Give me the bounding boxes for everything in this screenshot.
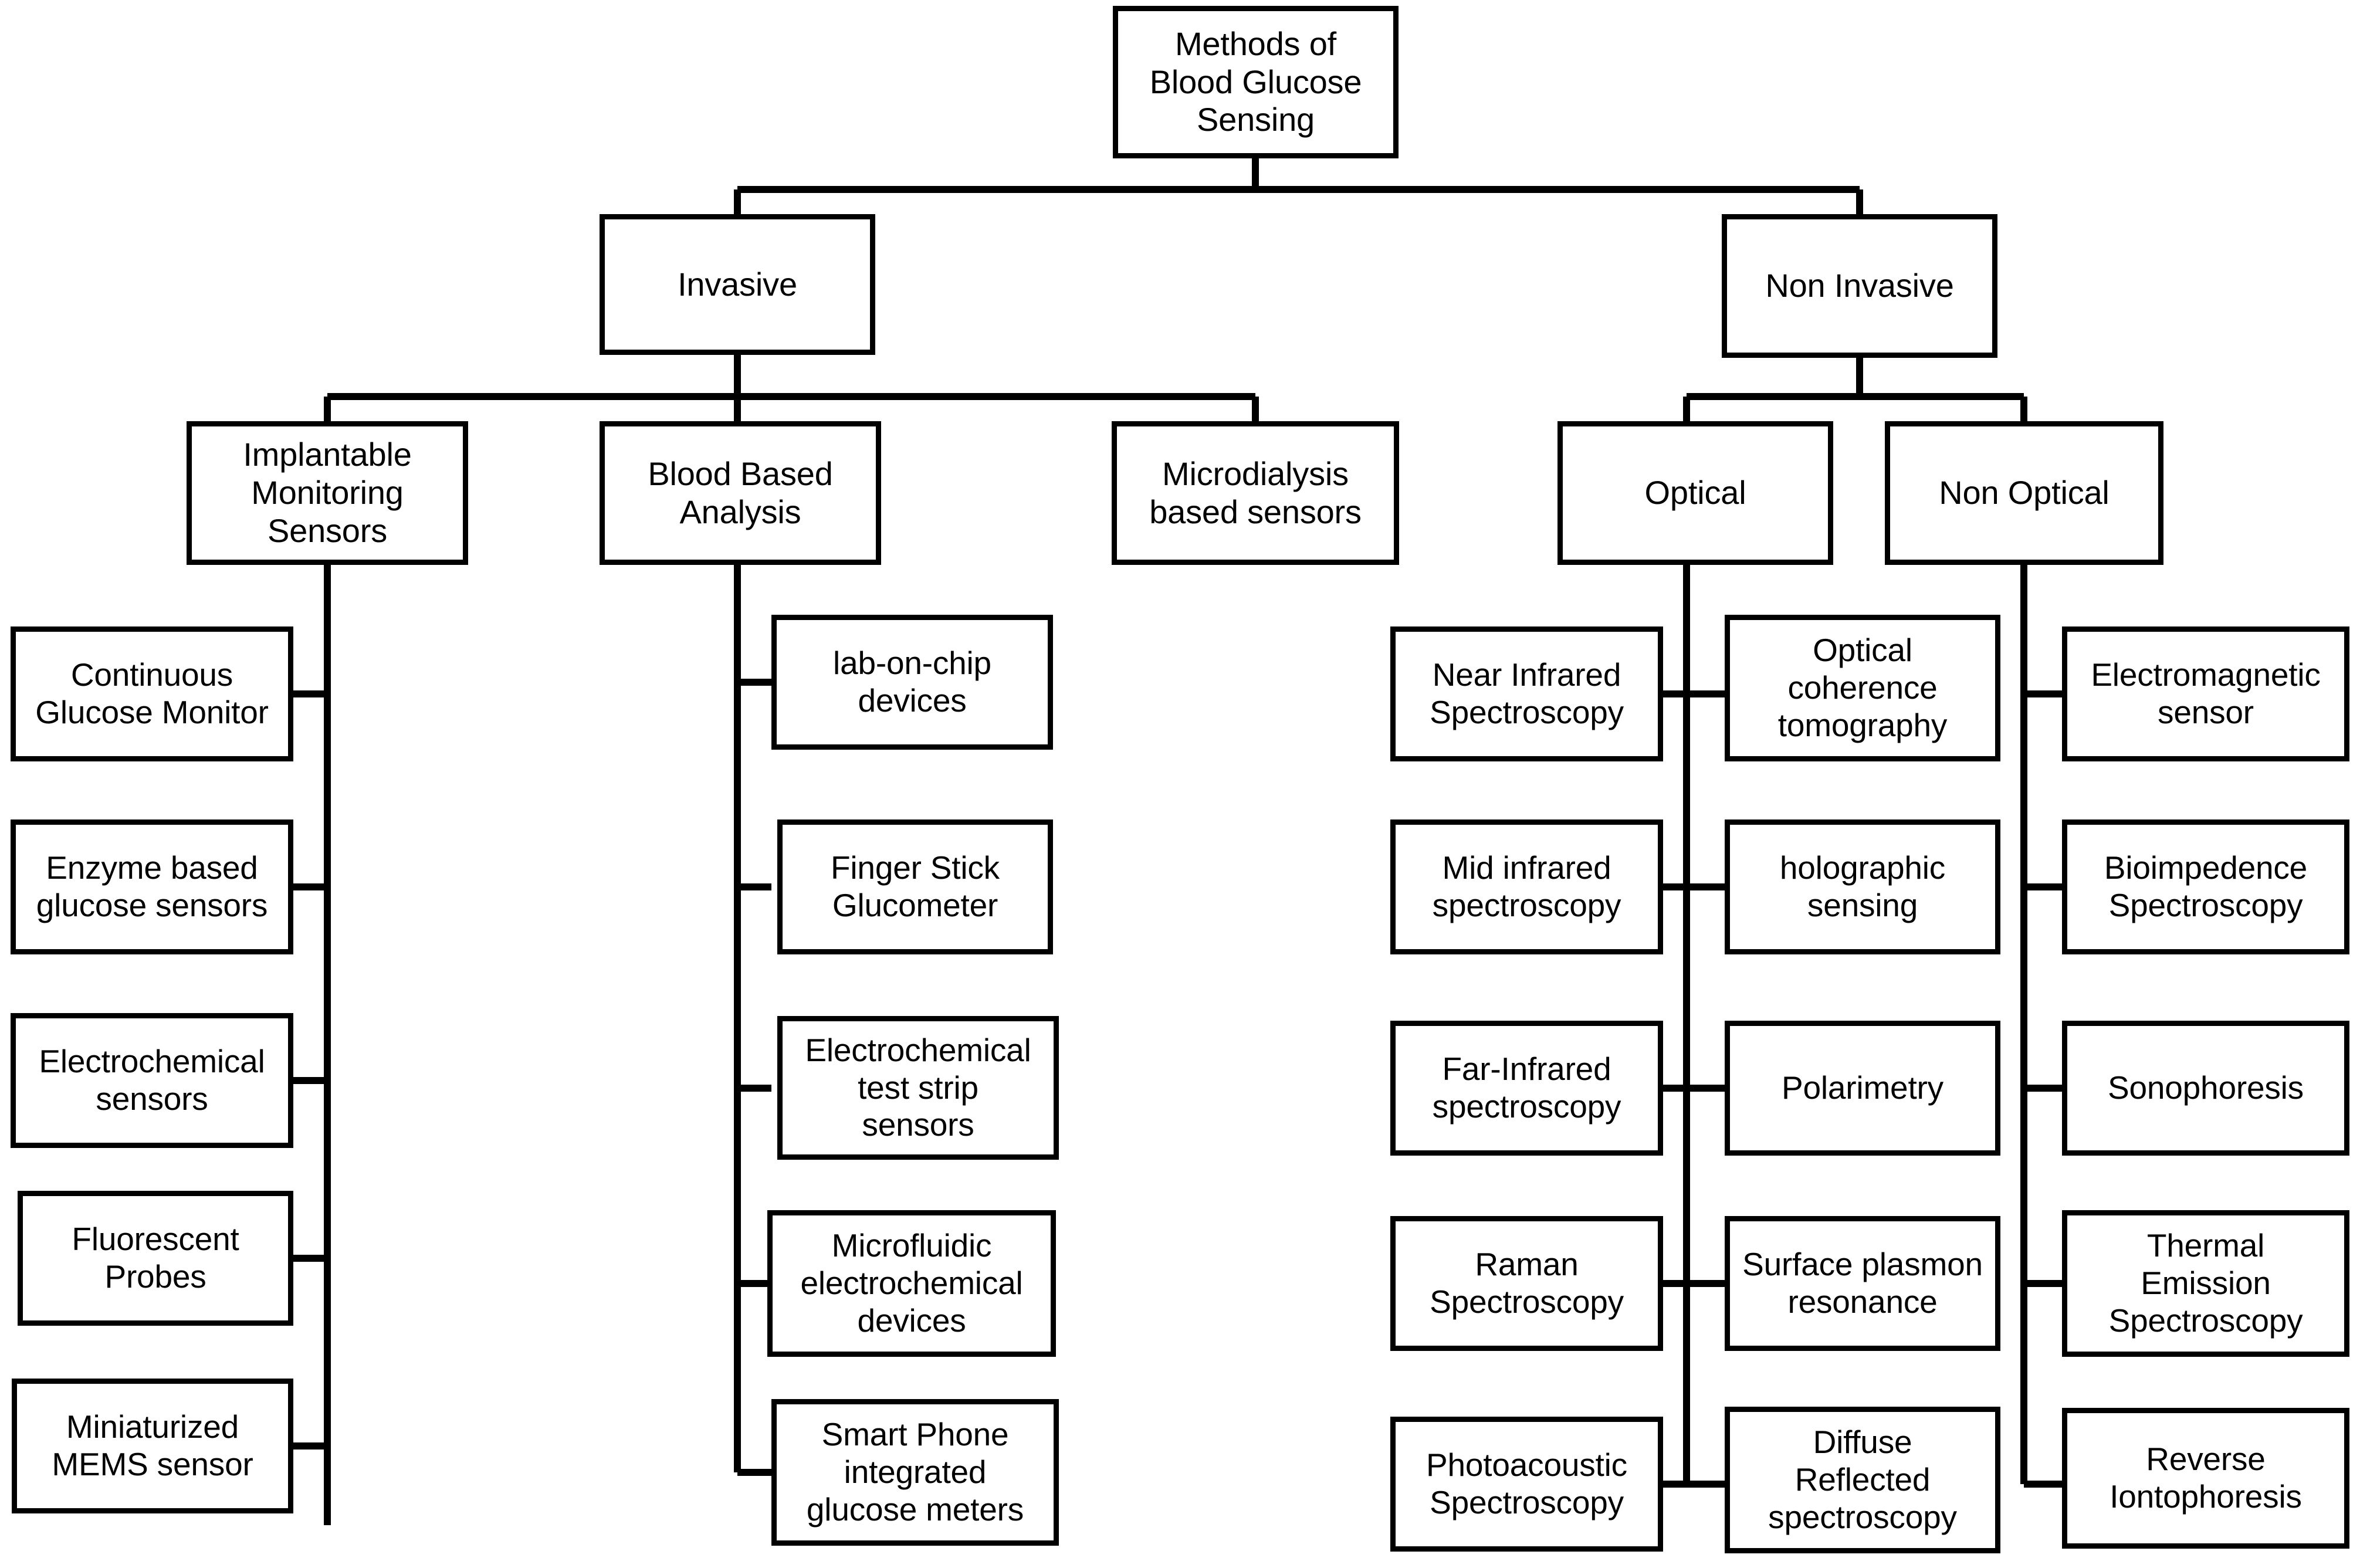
leaf-raman-spectroscopy[interactable]: Raman Spectroscopy <box>1390 1216 1663 1351</box>
node-non-optical[interactable]: Non Optical <box>1885 421 2163 565</box>
leaf-electromagnetic-sensor[interactable]: Electromagnetic sensor <box>2062 626 2349 761</box>
node-blood-based-analysis[interactable]: Blood Based Analysis <box>600 421 881 565</box>
leaf-near-infrared-spectroscopy[interactable]: Near Infrared Spectroscopy <box>1390 626 1663 761</box>
node-non-invasive[interactable]: Non Invasive <box>1722 214 1997 358</box>
leaf-photoacoustic-spectroscopy[interactable]: Photoacoustic Spectroscopy <box>1390 1417 1663 1552</box>
leaf-reverse-iontophoresis[interactable]: Reverse Iontophoresis <box>2062 1408 2349 1549</box>
leaf-far-infrared-spectroscopy[interactable]: Far-Infrared spectroscopy <box>1390 1021 1663 1156</box>
leaf-polarimetry[interactable]: Polarimetry <box>1725 1021 2000 1156</box>
leaf-diffuse-reflected-spectroscopy[interactable]: Diffuse Reflected spectroscopy <box>1725 1407 2000 1553</box>
leaf-miniaturized-mems-sensor[interactable]: Miniaturized MEMS sensor <box>12 1379 293 1513</box>
leaf-optical-coherence-tomography[interactable]: Optical coherence tomography <box>1725 615 2000 761</box>
leaf-holographic-sensing[interactable]: holographic sensing <box>1725 819 2000 954</box>
leaf-continuous-glucose-monitor[interactable]: Continuous Glucose Monitor <box>11 626 293 761</box>
leaf-bioimpedence-spectroscopy[interactable]: Bioimpedence Spectroscopy <box>2062 819 2349 954</box>
node-root[interactable]: Methods of Blood Glucose Sensing <box>1113 6 1399 158</box>
node-implantable-monitoring-sensors[interactable]: Implantable Monitoring Sensors <box>187 421 468 565</box>
node-invasive[interactable]: Invasive <box>600 214 875 355</box>
leaf-mid-infrared-spectroscopy[interactable]: Mid infrared spectroscopy <box>1390 819 1663 954</box>
node-microdialysis-based-sensors[interactable]: Microdialysis based sensors <box>1112 421 1399 565</box>
leaf-electrochemical-sensors[interactable]: Electrochemical sensors <box>11 1013 293 1148</box>
leaf-smart-phone-integrated-glucose-meters[interactable]: Smart Phone integrated glucose meters <box>771 1399 1059 1546</box>
leaf-fluorescent-probes[interactable]: Fluorescent Probes <box>18 1191 293 1326</box>
leaf-finger-stick-glucometer[interactable]: Finger Stick Glucometer <box>777 819 1053 954</box>
leaf-surface-plasmon-resonance[interactable]: Surface plasmon resonance <box>1725 1216 2000 1351</box>
leaf-electrochemical-test-strip-sensors[interactable]: Electrochemical test strip sensors <box>777 1016 1059 1160</box>
leaf-sonophoresis[interactable]: Sonophoresis <box>2062 1021 2349 1156</box>
node-optical[interactable]: Optical <box>1557 421 1833 565</box>
leaf-thermal-emission-spectroscopy[interactable]: Thermal Emission Spectroscopy <box>2062 1210 2349 1357</box>
leaf-lab-on-chip-devices[interactable]: lab-on-chip devices <box>771 615 1053 750</box>
leaf-microfluidic-electrochemical-devices[interactable]: Microfluidic electrochemical devices <box>767 1210 1056 1357</box>
leaf-enzyme-based-glucose-sensors[interactable]: Enzyme based glucose sensors <box>11 819 293 954</box>
